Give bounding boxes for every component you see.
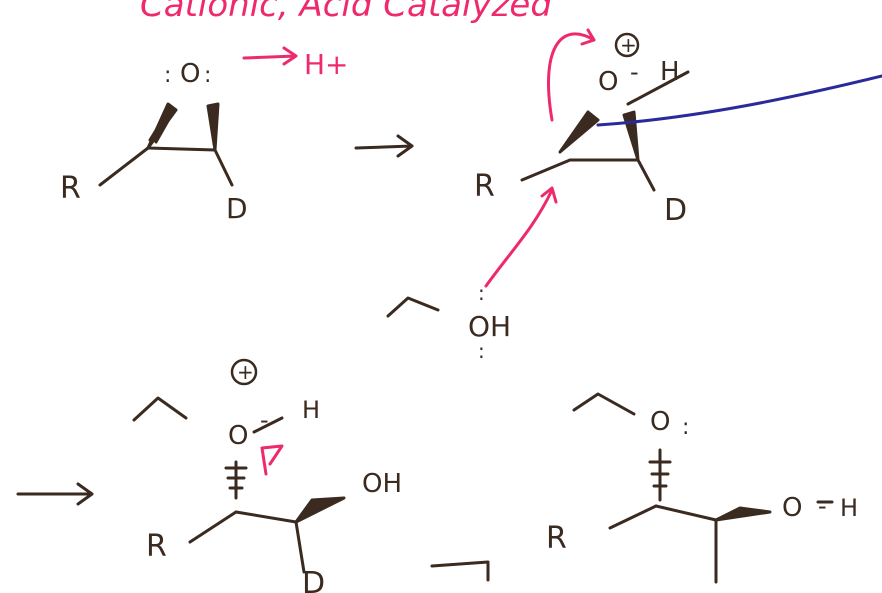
protonated-epoxide [520, 70, 690, 192]
reaction-arrow-2 [16, 482, 94, 506]
oxygen-label-1: O [180, 59, 200, 89]
r-bond [608, 504, 658, 530]
cc-bond [654, 504, 718, 522]
bond-dash-3: - [260, 406, 269, 434]
r-bond [98, 146, 150, 187]
wedge-bond [714, 506, 772, 522]
ink-layer [16, 70, 834, 584]
r-label-1: R [60, 171, 81, 206]
deprotonation-arrow [260, 444, 284, 476]
nucleophile-attack-arrow [484, 188, 554, 288]
reaction-arrow-3 [430, 560, 490, 582]
ethanol-oh-label: OH [468, 310, 511, 343]
annotation-line [596, 74, 882, 127]
oxygen-label-4: O [650, 407, 670, 437]
ring-cc-bond [146, 146, 217, 152]
text-labels: R D O : : R D O - H + OH : : R D O - H +… [60, 33, 858, 593]
wedge-bond-right [206, 102, 220, 152]
hashed-bond [224, 460, 248, 500]
charge-circle-2 [614, 32, 640, 58]
wedge-bond-left [146, 102, 178, 150]
r-bond [188, 510, 238, 544]
bond-dash-2: - [630, 58, 639, 86]
charge-circle-3 [230, 358, 258, 386]
r-label-4: R [546, 521, 567, 556]
lone-pair-1a: : [164, 63, 171, 88]
hydrogen-label-3: H [302, 396, 320, 424]
curved-arrow-oxygen [547, 32, 596, 122]
o-h-bond [252, 416, 284, 434]
nucleophile-attack-arrow-head [540, 186, 558, 204]
wedge-bond [294, 496, 346, 524]
cc-bond [234, 510, 298, 524]
d-label-3: D [302, 566, 325, 593]
charge-circles [230, 32, 640, 386]
lone-pair-ethanol-top: : [478, 281, 485, 305]
d-label-1: D [226, 192, 248, 225]
o-h-bond [626, 70, 690, 106]
bond-dash-4: - [818, 492, 827, 520]
wedge-bond-right [622, 110, 640, 162]
proton-label: H+ [304, 48, 349, 81]
r-label-3: R [146, 529, 167, 564]
proton-arrow [242, 46, 298, 66]
d-bond [294, 520, 306, 574]
d-label-2: D [664, 193, 687, 228]
hashed-bond [648, 448, 672, 502]
oxygen-label-3: O [228, 421, 248, 451]
oxonium-intermediate [132, 396, 346, 574]
positive-charge-3: + [237, 360, 254, 384]
d-bond [213, 148, 234, 187]
ethyl-group [132, 396, 188, 422]
d-bond [636, 158, 656, 192]
hydroxyl-label-3: OH [362, 469, 402, 499]
reaction-arrow-1 [354, 134, 414, 158]
electron-arrows [242, 28, 596, 476]
mechanism-title: Cationic, Acid Catalyzed [140, 0, 552, 25]
wedge-hatch-left [148, 106, 175, 144]
lone-pair-ethanol-bottom: : [478, 339, 485, 363]
r-bond [520, 158, 572, 182]
ethyl-group [572, 392, 636, 416]
epoxide-reactant [98, 102, 234, 187]
hydrogen-label-2: H [660, 57, 680, 87]
r-label-2: R [474, 169, 495, 204]
wedge-bond-left [558, 110, 600, 154]
positive-charge-2: + [620, 33, 637, 57]
lone-pair-1b: : [204, 63, 211, 88]
oxygen-label-2: O [598, 67, 618, 97]
ethyl-group [386, 296, 440, 318]
ethanol-nucleophile [386, 296, 440, 318]
curved-arrow-oxygen-head [580, 28, 596, 46]
product-molecule [572, 392, 834, 584]
lone-pair-4: : [682, 415, 689, 440]
oxygen-label-4b: O [782, 493, 802, 523]
hydrogen-label-4: H [840, 494, 858, 522]
